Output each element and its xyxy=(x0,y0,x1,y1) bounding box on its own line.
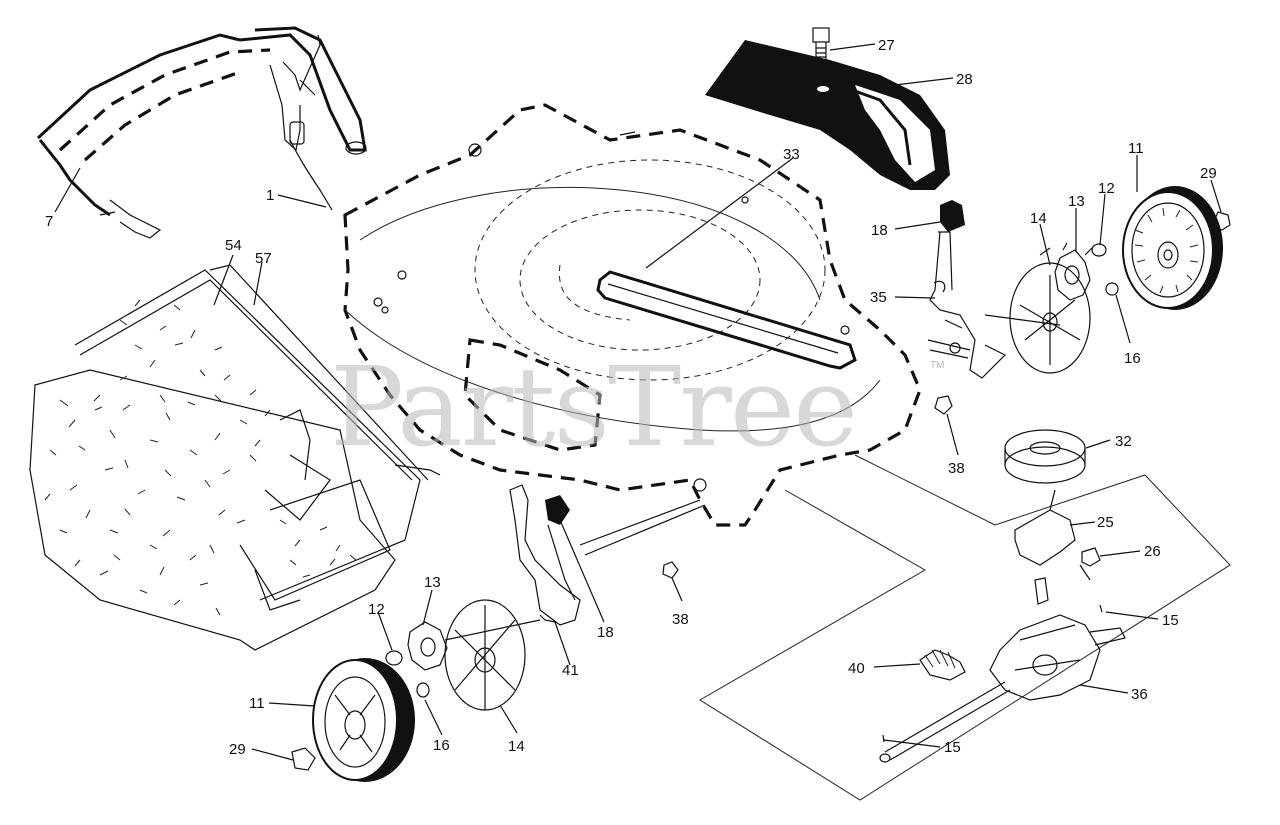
callout-12-right: 12 xyxy=(1098,180,1115,197)
callout-leaders xyxy=(54,43,1222,761)
watermark: PartsTree TM xyxy=(330,343,944,471)
watermark-trademark: TM xyxy=(930,360,944,371)
callout-18-left: 18 xyxy=(597,624,614,641)
callout-14-right: 14 xyxy=(1030,210,1047,227)
callout-15-upper: 15 xyxy=(1162,612,1179,629)
callout-28: 28 xyxy=(956,71,973,88)
callout-14-left: 14 xyxy=(508,738,525,755)
callout-15-lower: 15 xyxy=(944,739,961,756)
watermark-text: PartsTree xyxy=(330,343,856,471)
callout-54: 54 xyxy=(225,237,242,254)
grass-bag xyxy=(29,264,441,651)
callout-29-right: 29 xyxy=(1200,165,1217,182)
drive-belt xyxy=(558,264,857,370)
callout-41: 41 xyxy=(562,662,579,679)
callout-7: 7 xyxy=(45,213,53,230)
mower-deck xyxy=(343,103,922,527)
callout-12-left: 12 xyxy=(368,601,385,618)
callout-33: 33 xyxy=(783,146,800,163)
callout-16-left: 16 xyxy=(433,737,450,754)
callout-18-right: 18 xyxy=(871,222,888,239)
handle-assembly xyxy=(36,26,367,239)
callout-38-left: 38 xyxy=(672,611,689,628)
callout-38-right: 38 xyxy=(948,460,965,477)
callout-13-right: 13 xyxy=(1068,193,1085,210)
callout-13-left: 13 xyxy=(424,574,441,591)
callout-labels: 1 7 54 57 27 28 33 11 29 12 13 14 18 35 … xyxy=(45,37,1217,758)
callout-29-left: 29 xyxy=(229,741,246,758)
callout-27: 27 xyxy=(878,37,895,54)
callout-57: 57 xyxy=(255,250,272,267)
callout-26: 26 xyxy=(1144,543,1161,560)
callout-35: 35 xyxy=(870,289,887,306)
callout-11-right: 11 xyxy=(1128,140,1144,157)
callout-36: 36 xyxy=(1131,686,1148,703)
transmission-assembly xyxy=(699,429,1231,801)
right-wheel-assembly xyxy=(927,186,1231,415)
callout-40: 40 xyxy=(848,660,865,677)
callout-25: 25 xyxy=(1097,514,1114,531)
discharge-chute xyxy=(705,27,950,190)
callout-1: 1 xyxy=(266,187,274,204)
callout-32: 32 xyxy=(1115,433,1132,450)
callout-16-right: 16 xyxy=(1124,350,1141,367)
left-wheel-assembly xyxy=(291,484,706,782)
callout-11-left: 11 xyxy=(249,695,265,712)
